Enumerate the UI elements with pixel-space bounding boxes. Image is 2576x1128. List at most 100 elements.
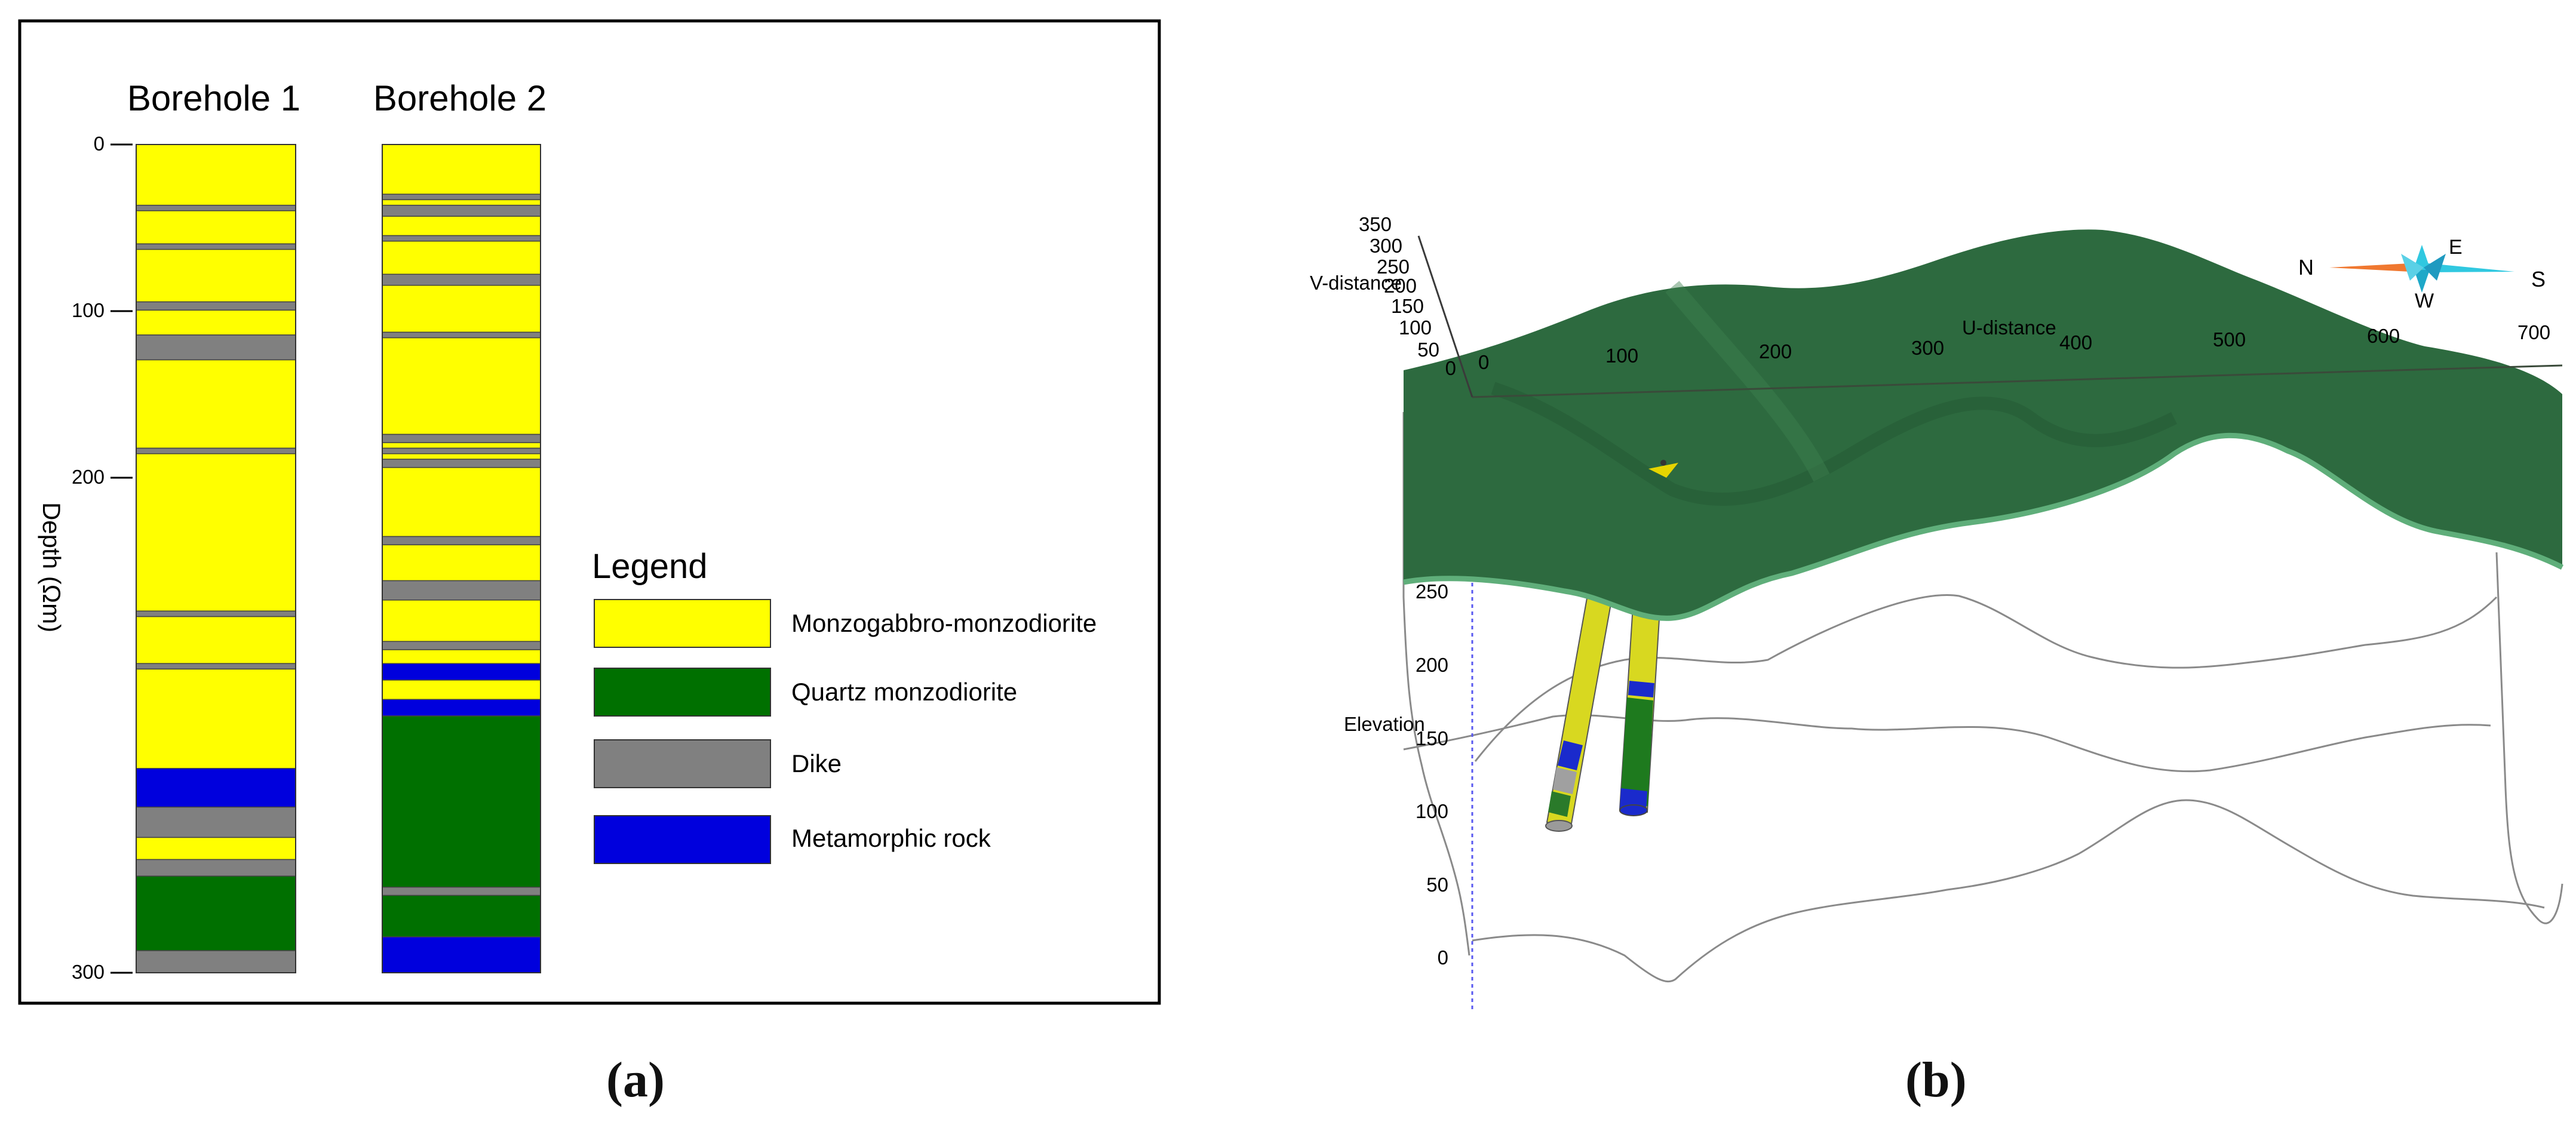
elev-tick-150: 150 (1416, 727, 1448, 749)
elev-tick-200: 200 (1416, 654, 1448, 676)
v-tick-250: 250 (1377, 256, 1410, 278)
borehole-2-layer (382, 193, 541, 201)
depth-axis: 0 100 200 300 Depth (Ωm) (38, 133, 133, 983)
elevation-axis-label: Elevation (1344, 713, 1425, 735)
borehole-1-3d (1545, 587, 1614, 832)
borehole-2-layer (382, 544, 541, 582)
u-tick-200: 200 (1759, 340, 1792, 362)
borehole-1-layer (136, 453, 296, 612)
borehole-1-layer (136, 616, 296, 664)
terrain-surface (1403, 229, 2564, 621)
legend-swatch-metamorphic (594, 815, 771, 864)
borehole-1-layer (136, 806, 296, 838)
borehole-2-layer (382, 680, 541, 700)
borehole-2-layer (382, 886, 541, 896)
depth-tick-300: 300 (72, 961, 105, 983)
legend-title: Legend (592, 547, 708, 586)
legend-label-monzogabbro: Monzogabbro-monzodiorite (791, 609, 1097, 637)
u-tick-600: 600 (2367, 325, 2400, 347)
legend: Legend Monzogabbro-monzodiorite Quartz m… (592, 547, 1097, 864)
borehole-1-layer (136, 837, 296, 860)
borehole-2-layer (382, 580, 541, 601)
borehole-2-layer (382, 715, 541, 888)
compass-e: E (2449, 236, 2463, 259)
borehole-2-layer (382, 216, 541, 236)
compass-n: N (2298, 255, 2314, 279)
v-tick-150: 150 (1391, 295, 1424, 317)
elev-tick-50: 50 (1426, 874, 1448, 896)
borehole-2-layer (382, 434, 541, 444)
v-axis: V-distance 350 300 250 200 150 100 50 0 (1310, 213, 1473, 398)
legend-swatch-monzogabbro (594, 599, 771, 648)
borehole-1-title: Borehole 1 (127, 78, 300, 118)
borehole-2-title: Borehole 2 (373, 78, 546, 118)
borehole-1-layer (136, 243, 296, 250)
borehole-2-layer (382, 204, 541, 217)
borehole-2-layer (382, 285, 541, 333)
borehole-1-layer (136, 668, 296, 769)
borehole-1-outline (136, 144, 296, 973)
borehole-1-layer (136, 210, 296, 245)
borehole-2-layer (382, 936, 541, 973)
borehole-2-layer (382, 467, 541, 537)
compass-rose: N S E W (2298, 236, 2546, 312)
borehole-2-layer (382, 459, 541, 468)
borehole-1-layer (136, 950, 296, 973)
compass-w: W (2415, 290, 2434, 312)
u-tick-0: 0 (1478, 351, 1489, 373)
borehole-1-column (136, 144, 296, 973)
caption-a: (a) (606, 1052, 665, 1108)
compass-s: S (2531, 267, 2546, 291)
borehole-2-layer (382, 453, 541, 460)
borehole-2-outline (382, 144, 541, 973)
borehole-1-layer (136, 875, 296, 951)
borehole-1-layer (136, 334, 296, 361)
legend-swatch-quartz (594, 668, 771, 717)
u-axis-label: U-distance (1962, 316, 2056, 339)
legend-label-quartz: Quartz monzodiorite (791, 678, 1017, 706)
elev-tick-0: 0 (1438, 946, 1448, 969)
borehole-2-layer (382, 649, 541, 664)
borehole-1-layer (136, 447, 296, 454)
borehole-2-layer (382, 536, 541, 546)
v-tick-350: 350 (1359, 213, 1392, 235)
borehole-1-layer (136, 768, 296, 808)
borehole-2-layer (382, 663, 541, 681)
legend-label-metamorphic: Metamorphic rock (791, 824, 991, 852)
borehole-2-layer (382, 641, 541, 650)
borehole-2-layer (382, 273, 541, 286)
borehole-1-layer (136, 359, 296, 449)
borehole-2-layer (382, 442, 541, 449)
elev-tick-100: 100 (1416, 800, 1448, 822)
borehole-1-layer (136, 610, 296, 617)
u-tick-500: 500 (2213, 328, 2246, 351)
legend-label-dike: Dike (791, 749, 842, 777)
elev-tick-250: 250 (1416, 580, 1448, 603)
v-tick-0: 0 (1445, 357, 1456, 379)
surface-marker (1648, 460, 1678, 478)
borehole-2-layer (382, 199, 541, 206)
borehole-2-3d (1619, 596, 1662, 816)
borehole-1-layer (136, 204, 296, 211)
panel-a: Borehole 1 Borehole 2 0 100 200 300 Dept… (18, 19, 1161, 1005)
v-tick-50: 50 (1417, 339, 1439, 361)
borehole-2-layer (382, 600, 541, 642)
depth-tick-0: 0 (94, 133, 105, 155)
borehole-2-layer (382, 241, 541, 275)
borehole-2-layer (382, 699, 541, 717)
borehole-1-layer (136, 144, 296, 206)
borehole-1-layer (136, 309, 296, 336)
u-tick-400: 400 (2059, 331, 2092, 354)
depth-tick-200: 200 (72, 466, 105, 488)
borehole-2-layer (382, 235, 541, 242)
borehole-2-layer (382, 895, 541, 938)
borehole-2-layer (382, 144, 541, 195)
v-tick-200: 200 (1384, 275, 1417, 297)
u-tick-700: 700 (2517, 321, 2550, 343)
u-axis: U-distance 0 100 200 300 400 500 600 700 (1472, 316, 2563, 398)
depth-tick-100: 100 (72, 299, 105, 321)
borehole-2-layer (382, 337, 541, 435)
v-tick-100: 100 (1399, 316, 1432, 339)
depth-axis-label: Depth (Ωm) (38, 502, 66, 632)
